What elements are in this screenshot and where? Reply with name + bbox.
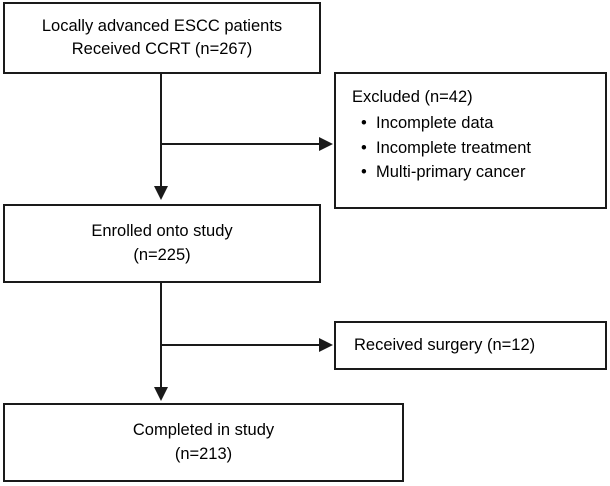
connector-enrolled-to-completed-arrowhead: [154, 387, 168, 401]
node-excluded-reason-list: • Incomplete data • Incomplete treatment…: [350, 111, 531, 184]
connector-enrolled-to-completed-line: [160, 283, 162, 387]
node-cohort-line2: Received CCRT (n=267): [71, 40, 253, 58]
connector-cohort-to-enrolled-line: [160, 74, 162, 186]
node-completed-line2: (n=213): [174, 444, 233, 463]
node-enrolled: Enrolled onto study (n=225): [3, 204, 321, 283]
node-excluded-reason-text: Incomplete data: [376, 114, 494, 133]
node-excluded-reason-text: Incomplete treatment: [376, 138, 531, 157]
list-item: • Incomplete treatment: [361, 136, 531, 160]
node-completed-line1: Completed in study: [132, 421, 275, 440]
connector-enrolled-to-surgery-arrowhead: [319, 338, 333, 352]
connector-cohort-to-excluded-arrowhead: [319, 137, 333, 151]
list-item: • Incomplete data: [361, 111, 531, 135]
connector-cohort-to-enrolled-arrowhead: [154, 186, 168, 200]
connector-enrolled-to-surgery-line: [160, 344, 320, 346]
bullet-icon: •: [361, 138, 367, 157]
node-excluded-reason-text: Multi-primary cancer: [376, 163, 526, 182]
node-surgery: Received surgery (n=12): [334, 321, 607, 370]
node-completed: Completed in study (n=213): [3, 403, 404, 482]
node-enrolled-line1: Enrolled onto study: [91, 222, 233, 241]
bullet-icon: •: [361, 114, 367, 133]
node-excluded: Excluded (n=42) • Incomplete data • Inco…: [334, 72, 607, 209]
node-surgery-line1: Received surgery (n=12): [354, 335, 536, 354]
node-excluded-title: Excluded (n=42): [352, 88, 473, 106]
node-enrolled-line2: (n=225): [133, 245, 191, 264]
list-item: • Multi-primary cancer: [361, 160, 531, 184]
bullet-icon: •: [361, 163, 367, 182]
node-cohort: Locally advanced ESCC patients Received …: [3, 2, 321, 74]
connector-cohort-to-excluded-line: [160, 143, 320, 145]
node-cohort-line1: Locally advanced ESCC patients: [41, 16, 283, 35]
